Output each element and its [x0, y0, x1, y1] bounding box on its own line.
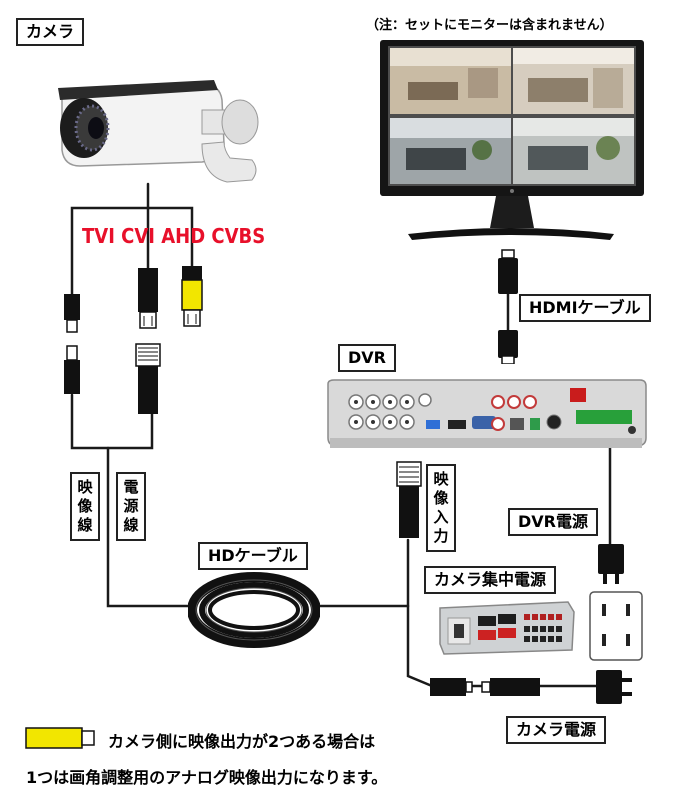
dc-power-plug	[64, 345, 80, 394]
legend-yellow-plug	[25, 727, 95, 749]
hdmi-port	[448, 420, 466, 429]
camera-split-wire	[70, 206, 194, 300]
hd-cable-coil	[188, 572, 320, 648]
power-switch	[570, 388, 586, 402]
dvr-video-input-wire	[406, 538, 434, 688]
hdmi-cable-label: HDMIケーブル	[519, 294, 651, 322]
hd-cable-label: HDケーブル	[198, 542, 308, 570]
bullet-camera	[58, 80, 259, 183]
monitor	[380, 40, 644, 240]
camera-side-plugs	[64, 266, 203, 333]
wall-outlet	[589, 591, 643, 661]
vga-port	[472, 416, 496, 429]
lan-port	[510, 418, 524, 430]
usb-port	[426, 420, 440, 429]
power-wire-label: 電源線	[116, 472, 146, 541]
dc-barrel-connectors	[430, 678, 540, 696]
dvr-power-plug	[598, 544, 624, 584]
hd-cable-connectors	[64, 343, 161, 414]
note-line-2: 1つは画角調整用のアナログ映像出力になります。	[26, 768, 388, 787]
camera-power-label: カメラ電源	[506, 716, 607, 744]
video-input-label: 映像入力	[426, 464, 456, 552]
video-power-bundle-wire	[70, 393, 154, 450]
dvr-label: DVR	[338, 344, 396, 372]
video-wire-label: 映像線	[70, 472, 100, 541]
note-line-1: カメラ側に映像出力が2つある場合は	[108, 732, 376, 751]
camera-bnc-video-plug	[138, 268, 158, 329]
dvr-bnc-plug	[396, 461, 422, 538]
monitor-note: （注：セットにモニターは含まれません）	[366, 18, 613, 33]
power-jack-plug	[64, 294, 80, 333]
central-power-unit	[439, 601, 575, 655]
signal-formats: TVI CVI AHD CVBS	[82, 224, 266, 248]
yellow-analog-plug	[181, 266, 203, 327]
hd-cable-left-wire	[106, 446, 198, 608]
alarm-terminal	[576, 410, 632, 424]
camera-label: カメラ	[16, 18, 85, 46]
dvr-unit	[327, 379, 647, 448]
dvr-power-label: DVR電源	[508, 508, 598, 536]
camera-central-power-label: カメラ集中電源	[424, 566, 557, 594]
hdmi-cable	[498, 249, 518, 364]
cable-bnc-plug	[135, 343, 161, 414]
camera-power-adapter	[596, 670, 632, 704]
